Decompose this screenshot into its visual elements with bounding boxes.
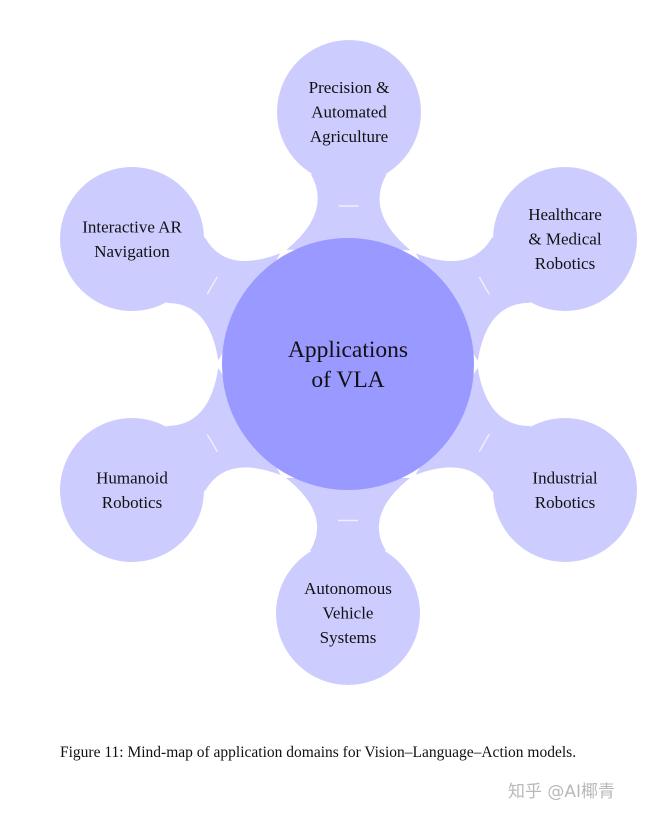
branch-label-healthcare: Healthcare bbox=[528, 205, 602, 224]
watermark: 知乎 @AI椰青 bbox=[508, 782, 616, 802]
connector-tick-humanoid bbox=[206, 434, 219, 453]
branch-label-ar-navigation: Interactive AR bbox=[82, 217, 182, 236]
branch-circle-healthcare bbox=[493, 167, 637, 311]
branch-label-ar-navigation: Navigation bbox=[94, 242, 170, 261]
branch-circle-ar-navigation bbox=[60, 167, 204, 311]
branch-label-healthcare: & Medical bbox=[528, 230, 601, 249]
branch-label-autonomous: Systems bbox=[320, 628, 377, 647]
connector-tick-ar-navigation bbox=[206, 276, 218, 295]
branch-circle-industrial bbox=[493, 418, 637, 562]
branch-nodes: Precision & AutomatedAgricultureHealthcar… bbox=[60, 40, 637, 685]
center-node: Applications of VLA bbox=[222, 238, 474, 490]
branch-label-industrial: Robotics bbox=[535, 493, 595, 512]
branch-label-autonomous: Vehicle bbox=[323, 604, 374, 623]
branch-label-agriculture: Automated bbox=[311, 103, 387, 122]
branch-label-agriculture: Precision & bbox=[309, 78, 390, 97]
branch-label-humanoid: Robotics bbox=[102, 493, 162, 512]
branch-label-healthcare: Robotics bbox=[535, 254, 595, 273]
branch-circle-autonomous bbox=[276, 541, 420, 685]
branch-circle-agriculture bbox=[277, 40, 421, 184]
branch-node-ar-navigation: Interactive AR Navigation bbox=[60, 167, 204, 311]
branch-label-agriculture: Agriculture bbox=[310, 127, 388, 146]
branch-label-autonomous: Autonomous bbox=[304, 579, 392, 598]
connector-autonomous bbox=[286, 478, 410, 551]
branch-label-industrial: Industrial bbox=[532, 468, 597, 487]
branch-circle-humanoid bbox=[60, 418, 204, 562]
connector-agriculture bbox=[286, 173, 411, 251]
figure-caption: Figure 11: Mind-map of application domai… bbox=[60, 744, 577, 761]
center-circle bbox=[222, 238, 474, 490]
branch-label-humanoid: Humanoid bbox=[96, 468, 168, 487]
center-label: Applications bbox=[288, 337, 408, 363]
mind-map-diagram: Precision & AutomatedAgricultureHealthcar… bbox=[60, 40, 637, 685]
center-label: of VLA bbox=[311, 367, 384, 393]
connector-tick-industrial bbox=[478, 434, 490, 453]
connector-tick-healthcare bbox=[478, 276, 490, 295]
